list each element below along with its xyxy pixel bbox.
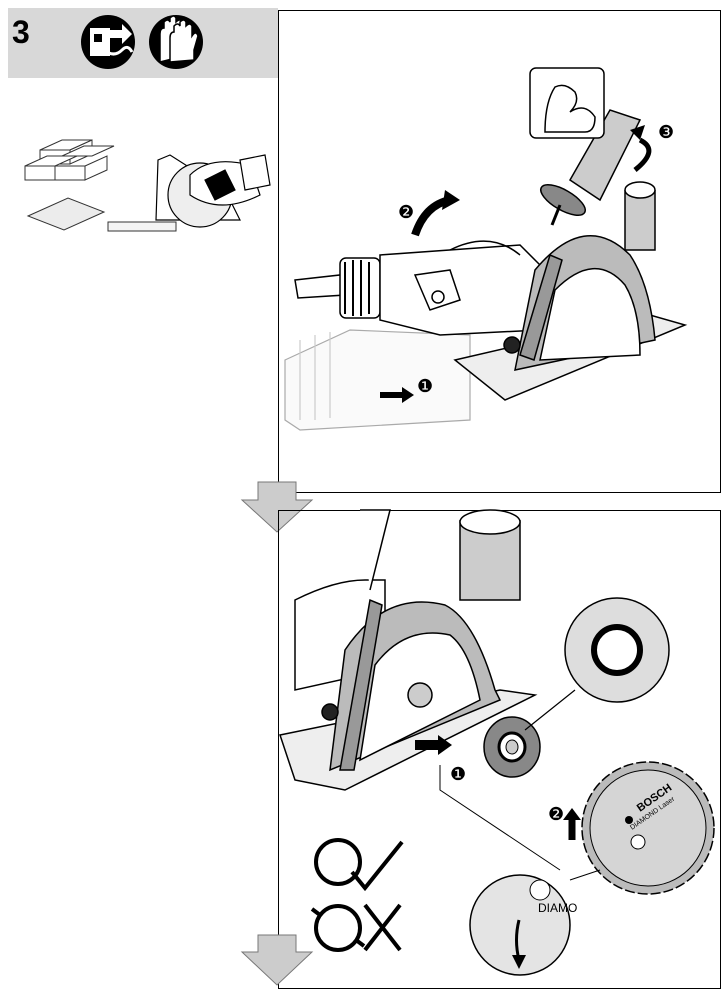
diamond-blade	[581, 761, 715, 895]
clamping-nut	[483, 716, 541, 778]
arrow-pull-back	[380, 387, 414, 403]
cutting-guard	[453, 181, 688, 401]
step-header	[8, 8, 278, 78]
next-step-arrow-2	[240, 934, 314, 986]
rotation-zoom-circle	[469, 869, 601, 976]
panel-1-frame	[278, 10, 721, 493]
nut-zoom-circle	[524, 597, 670, 731]
arm-strength-icon	[529, 67, 605, 139]
incorrect-mounting-icon	[310, 903, 402, 952]
arrow-rotate-grinder	[411, 190, 460, 237]
unplug-icon	[81, 15, 135, 69]
gloves-icon	[149, 15, 203, 69]
correct-mounting-icon	[314, 838, 404, 892]
next-step-arrow-1	[240, 481, 314, 533]
step-number: 3	[12, 14, 30, 50]
arrow-insert-handle	[630, 125, 652, 172]
callout-1b: ❶	[450, 764, 466, 784]
grinder-body	[294, 240, 546, 336]
leader-line	[439, 765, 561, 871]
callout-2b: ❷	[548, 804, 564, 824]
zoom-blade-text: DIAMO	[538, 901, 577, 915]
callout-2: ❷	[398, 202, 414, 222]
arrow-remove-blade	[563, 808, 581, 840]
small-saw-illustration	[155, 154, 271, 228]
arrow-insert-nut	[415, 735, 452, 755]
guard-closeup	[279, 509, 538, 791]
materials-illustration	[24, 139, 177, 232]
ghost-grinder	[284, 329, 471, 431]
callout-3: ❸	[658, 122, 674, 142]
callout-1: ❶	[417, 376, 433, 396]
